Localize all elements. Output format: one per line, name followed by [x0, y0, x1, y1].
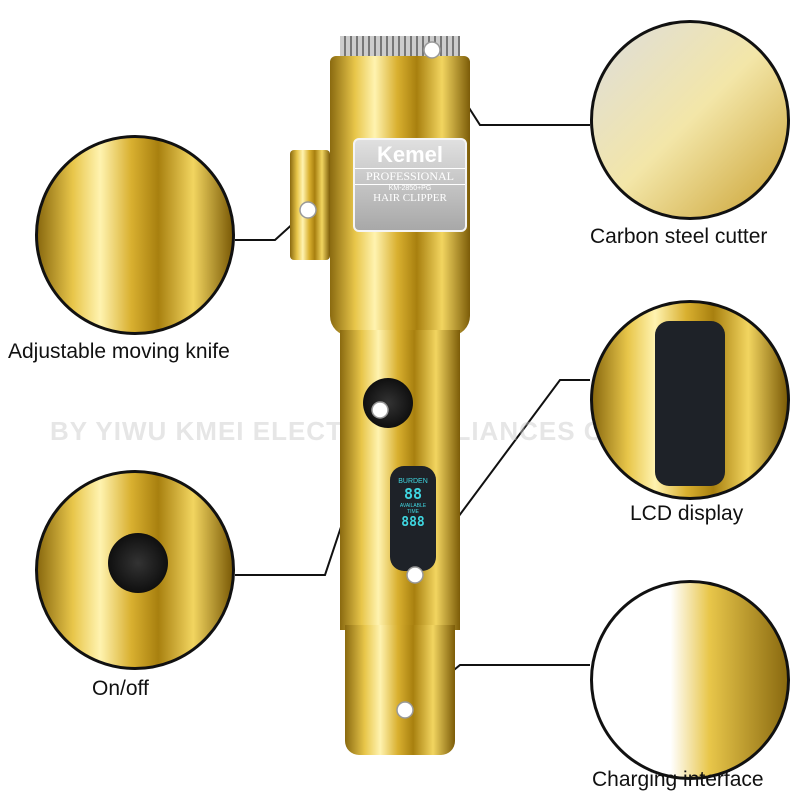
- label-carbon-cutter: Carbon steel cutter: [590, 225, 768, 248]
- detail-charging: [590, 580, 790, 780]
- brand-line1: PROFESSIONAL: [355, 168, 465, 185]
- lcd-screen: BURDEN 88 AVAILABLE TIME 888: [390, 466, 436, 571]
- label-charging: Charging interface: [592, 768, 764, 791]
- power-button[interactable]: [363, 378, 413, 428]
- lcd-burden: BURDEN: [398, 478, 428, 485]
- lcd-time: TIME: [407, 509, 419, 515]
- brand-plate: Kemel PROFESSIONAL KM-2850+PG HAIR CLIPP…: [353, 138, 467, 232]
- detail-on-off: [35, 470, 235, 670]
- detail-carbon-cutter: [590, 20, 790, 220]
- brand-line2: HAIR CLIPPER: [373, 192, 447, 204]
- label-on-off: On/off: [92, 677, 149, 700]
- brand-logo: Kemel: [376, 142, 444, 167]
- lcd-digits-1: 88: [403, 485, 423, 503]
- clipper-base: [345, 625, 455, 755]
- label-lcd: LCD display: [630, 502, 744, 525]
- lcd-digits-2: 888: [401, 515, 425, 530]
- detail-lcd: [590, 300, 790, 500]
- lcd-available: AVAILABLE: [399, 503, 427, 509]
- label-adjustable-knife: Adjustable moving knife: [8, 340, 230, 363]
- detail-adjustable-knife: [35, 135, 235, 335]
- model-number: KM-2850+PG: [388, 185, 432, 192]
